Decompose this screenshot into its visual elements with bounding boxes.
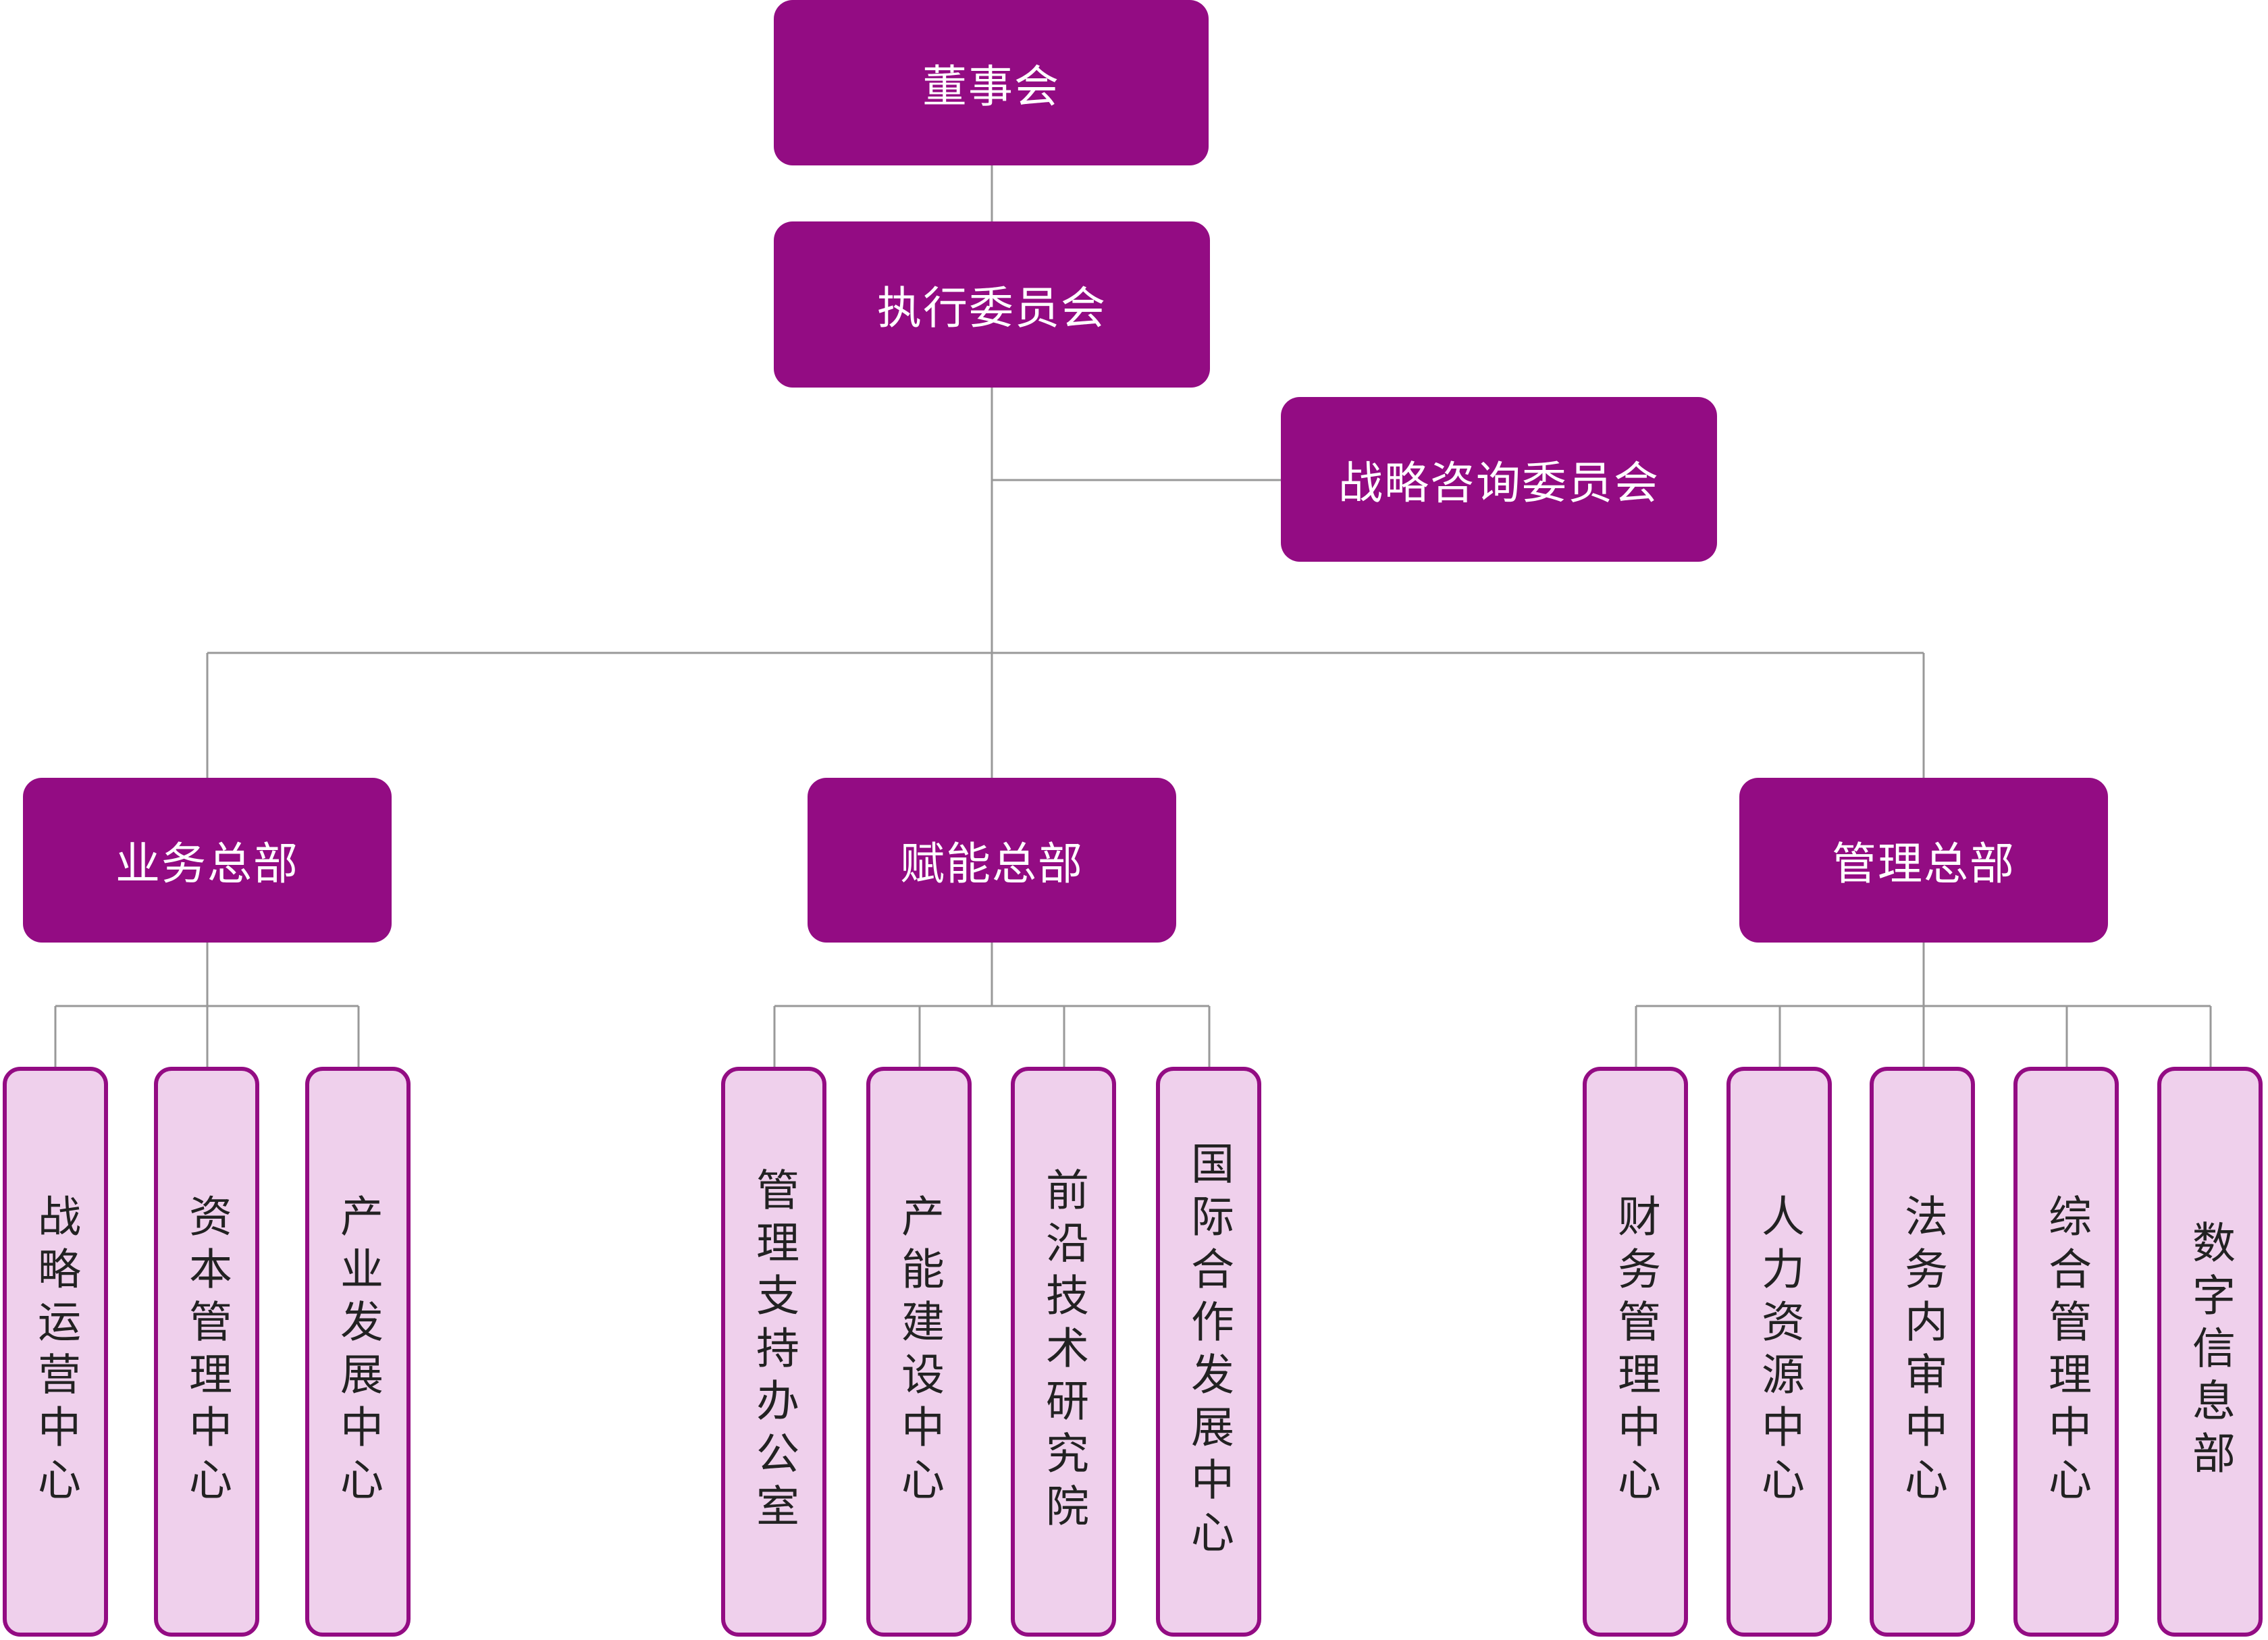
unit-label: 战略运营中心 <box>30 1194 80 1510</box>
division-label: 管理总部 <box>1832 838 2015 890</box>
unit-node: 法务内审中心 <box>1870 1067 1975 1637</box>
board-node: 董事会 <box>774 0 1209 165</box>
unit-label: 数字信息部 <box>2185 1220 2235 1483</box>
unit-label: 产业发展中心 <box>333 1194 383 1510</box>
unit-label: 产能建设中心 <box>894 1194 944 1510</box>
unit-label: 国际合作发展中心 <box>1184 1141 1234 1562</box>
unit-node: 产能建设中心 <box>866 1067 972 1637</box>
unit-label: 管理支持办公室 <box>749 1167 799 1536</box>
board-label: 董事会 <box>922 60 1060 113</box>
division-label: 业务总部 <box>115 838 299 890</box>
division-node-enablement: 赋能总部 <box>808 778 1176 943</box>
unit-label: 资本管理中心 <box>182 1194 232 1510</box>
unit-node: 国际合作发展中心 <box>1156 1067 1261 1637</box>
unit-node: 战略运营中心 <box>3 1067 108 1637</box>
unit-label: 法务内审中心 <box>1897 1194 1947 1510</box>
executive-committee-label: 执行委员会 <box>877 282 1107 334</box>
division-node-business: 业务总部 <box>23 778 392 943</box>
unit-node: 资本管理中心 <box>154 1067 259 1637</box>
unit-node: 综合管理中心 <box>2013 1067 2119 1637</box>
unit-node: 人力资源中心 <box>1726 1067 1832 1637</box>
unit-label: 人力资源中心 <box>1754 1194 1804 1510</box>
unit-label: 财务管理中心 <box>1610 1194 1660 1510</box>
strategy-advisory-node: 战略咨询委员会 <box>1281 397 1717 562</box>
division-node-management: 管理总部 <box>1739 778 2108 943</box>
strategy-advisory-label: 战略咨询委员会 <box>1338 457 1660 509</box>
unit-label: 综合管理中心 <box>2041 1194 2091 1510</box>
division-label: 赋能总部 <box>900 838 1084 890</box>
unit-node: 数字信息部 <box>2157 1067 2263 1637</box>
unit-label: 前沿技术研究院 <box>1038 1167 1088 1536</box>
unit-node: 财务管理中心 <box>1583 1067 1688 1637</box>
unit-node: 管理支持办公室 <box>721 1067 826 1637</box>
executive-committee-node: 执行委员会 <box>774 221 1210 388</box>
unit-node: 产业发展中心 <box>305 1067 411 1637</box>
unit-node: 前沿技术研究院 <box>1011 1067 1116 1637</box>
